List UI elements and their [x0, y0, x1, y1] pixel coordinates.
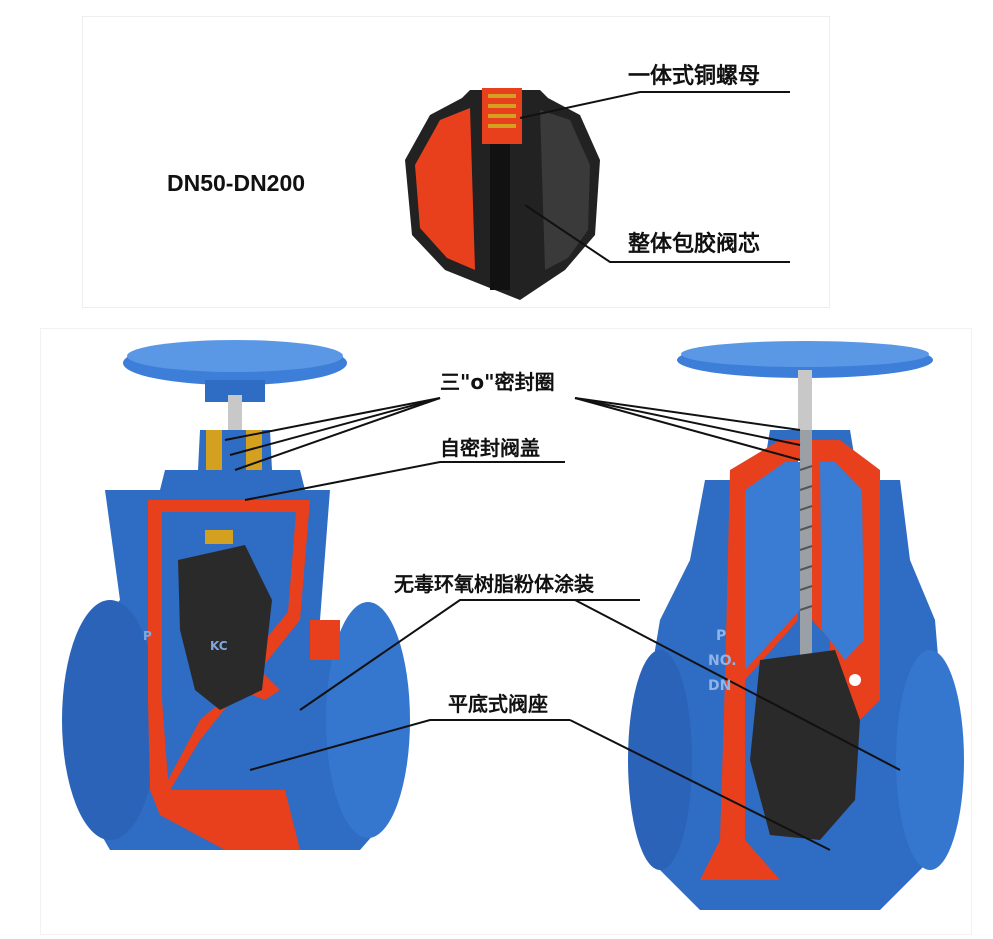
copper-nut-label: 一体式铜螺母	[628, 64, 761, 89]
svg-text:NO.: NO.	[708, 653, 737, 669]
casting-marks-right: P NO. DN	[708, 628, 737, 694]
bonnet-label: 自密封阀盖	[440, 436, 540, 460]
size-range-label: DN50-DN200	[167, 170, 306, 196]
coating-label: 无毒环氧树脂粉体涂装	[394, 572, 594, 596]
seat-label: 平底式阀座	[448, 692, 548, 716]
svg-text:DN: DN	[708, 678, 731, 694]
o-rings-label: 三"o"密封圈	[440, 370, 555, 394]
svg-text:KC: KC	[210, 639, 228, 653]
wedge-cutaway	[405, 88, 600, 300]
casting-marks-left: P KC	[143, 629, 228, 653]
top-leader-lines	[519, 91, 790, 263]
rubber-core-label: 整体包胶阀芯	[628, 232, 761, 257]
left-valve	[62, 340, 410, 850]
svg-text:P: P	[143, 629, 152, 643]
bottom-leader-lines	[224, 397, 901, 851]
right-valve	[628, 341, 964, 910]
svg-text:P: P	[716, 628, 726, 644]
copper-nut	[488, 94, 516, 128]
